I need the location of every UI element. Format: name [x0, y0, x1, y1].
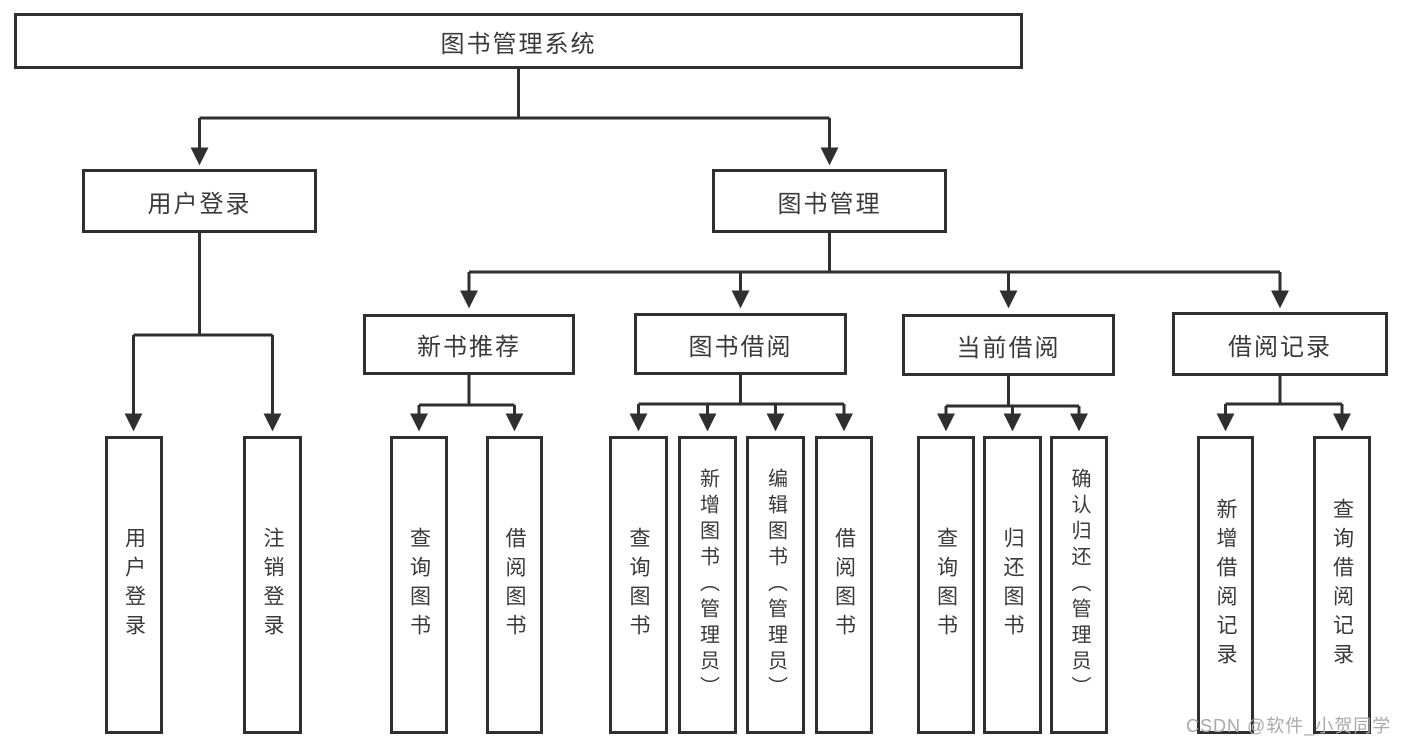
leaf-user-login: 用户登录 — [105, 436, 163, 734]
node-library-management-system: 图书管理系统 — [14, 13, 1023, 69]
node-book-borrow: 图书借阅 — [634, 313, 847, 375]
leaf-records-add-record: 新增借阅记录 — [1197, 436, 1254, 734]
node-new-book-recommend: 新书推荐 — [363, 314, 575, 375]
node-label: 新增图书（管理员） — [696, 468, 719, 702]
node-label: 新书推荐 — [417, 334, 521, 361]
node-label: 图书管理系统 — [440, 30, 597, 58]
leaf-current-query-books: 查询图书 — [917, 436, 975, 734]
node-label: 注销登录 — [261, 527, 284, 643]
leaf-current-confirm-return-admin: 确认归还（管理员） — [1050, 436, 1108, 734]
node-user-login: 用户登录 — [82, 169, 317, 233]
leaf-borrow-add-books-admin: 新增图书（管理员） — [678, 436, 737, 734]
node-label: 用户登录 — [122, 527, 146, 643]
node-label: 借阅图书 — [503, 527, 526, 643]
leaf-borrow-query-books: 查询图书 — [609, 436, 668, 734]
node-label: 借阅记录 — [1228, 333, 1332, 361]
csdn-watermark: CSDN @软件_小贺同学 — [1186, 716, 1392, 736]
leaf-borrow-borrow-books: 借阅图书 — [815, 436, 873, 734]
node-label: 编辑图书（管理员） — [764, 468, 787, 702]
leaf-recommend-query-books: 查询图书 — [390, 436, 448, 734]
node-book-management: 图书管理 — [712, 169, 947, 233]
node-current-borrow: 当前借阅 — [902, 314, 1115, 376]
leaf-records-query-record: 查询借阅记录 — [1313, 436, 1371, 734]
node-label: 查询借阅记录 — [1330, 498, 1354, 672]
leaf-current-return-books: 归还图书 — [983, 436, 1042, 734]
leaf-borrow-edit-books-admin: 编辑图书（管理员） — [746, 436, 805, 734]
node-label: 借阅图书 — [832, 527, 856, 643]
node-label: 新增借阅记录 — [1214, 498, 1237, 672]
node-label: 确认归还（管理员） — [1068, 468, 1090, 702]
node-label: 图书管理 — [777, 190, 882, 218]
node-label: 归还图书 — [1001, 527, 1024, 643]
node-label: 当前借阅 — [956, 334, 1061, 362]
node-label: 图书借阅 — [688, 333, 793, 361]
node-label: 用户登录 — [147, 190, 252, 218]
node-label: 查询图书 — [627, 527, 650, 643]
node-label: 查询图书 — [934, 527, 958, 643]
node-label: 查询图书 — [407, 527, 431, 643]
node-borrow-records: 借阅记录 — [1172, 312, 1388, 376]
leaf-recommend-borrow-books: 借阅图书 — [486, 436, 543, 734]
leaf-logout-login: 注销登录 — [243, 436, 302, 734]
